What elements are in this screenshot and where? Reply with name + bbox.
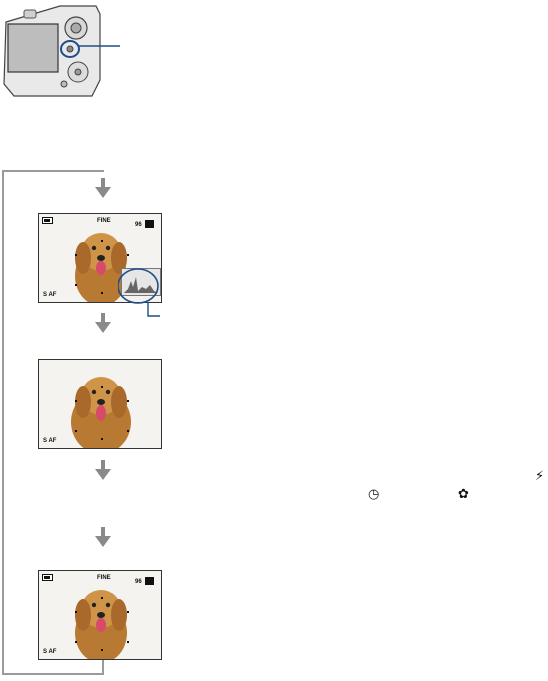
image-size-label: FINE [97, 218, 111, 224]
af-frame-mark [75, 611, 77, 613]
af-frame-mark [127, 400, 129, 402]
lcd-screen-basic: FINE 96 S AF [38, 570, 162, 660]
af-mode-label: S AF [43, 649, 56, 655]
lcd-screen-simple: S AF [38, 359, 162, 449]
af-frame-mark [127, 641, 129, 643]
dog-photo [39, 360, 161, 448]
battery-icon [42, 217, 53, 224]
af-frame-mark [127, 254, 129, 256]
af-frame-mark [101, 292, 103, 294]
af-frame-mark [75, 430, 77, 432]
af-frame-mark [75, 641, 77, 643]
memory-icon [145, 577, 154, 585]
macro-icon: ✿ [458, 488, 469, 501]
loop-line-top [2, 170, 104, 172]
dog-photo [39, 571, 161, 659]
down-arrow-icon [92, 460, 114, 482]
af-mode-label: S AF [43, 292, 56, 298]
af-frame-mark [75, 284, 77, 286]
camera-lcd [8, 24, 58, 72]
camera-illustration [0, 0, 130, 100]
af-mode-label: S AF [43, 438, 56, 444]
af-frame-mark [101, 386, 103, 388]
af-frame-mark [101, 649, 103, 651]
image-size-label: FINE [97, 575, 111, 581]
af-frame-mark [101, 240, 103, 242]
down-arrow-icon [92, 178, 114, 200]
down-arrow-icon [92, 527, 114, 549]
remaining-shots: 96 [135, 579, 142, 585]
af-frame-mark [75, 254, 77, 256]
af-frame-mark [75, 400, 77, 402]
loop-line-bottom [2, 673, 104, 675]
memory-icon [145, 220, 154, 228]
down-arrow-icon [92, 313, 114, 335]
loop-line-left [2, 170, 4, 675]
af-frame-mark [127, 430, 129, 432]
af-frame-mark [101, 597, 103, 599]
remaining-shots: 96 [135, 222, 142, 228]
battery-icon [42, 574, 53, 581]
af-frame-mark [101, 438, 103, 440]
self-timer-icon: ◷ [368, 488, 379, 501]
flash-icon: ⚡ [535, 470, 544, 483]
histogram-callout [118, 264, 160, 320]
af-frame-mark [127, 611, 129, 613]
loop-line-tail [102, 660, 104, 675]
